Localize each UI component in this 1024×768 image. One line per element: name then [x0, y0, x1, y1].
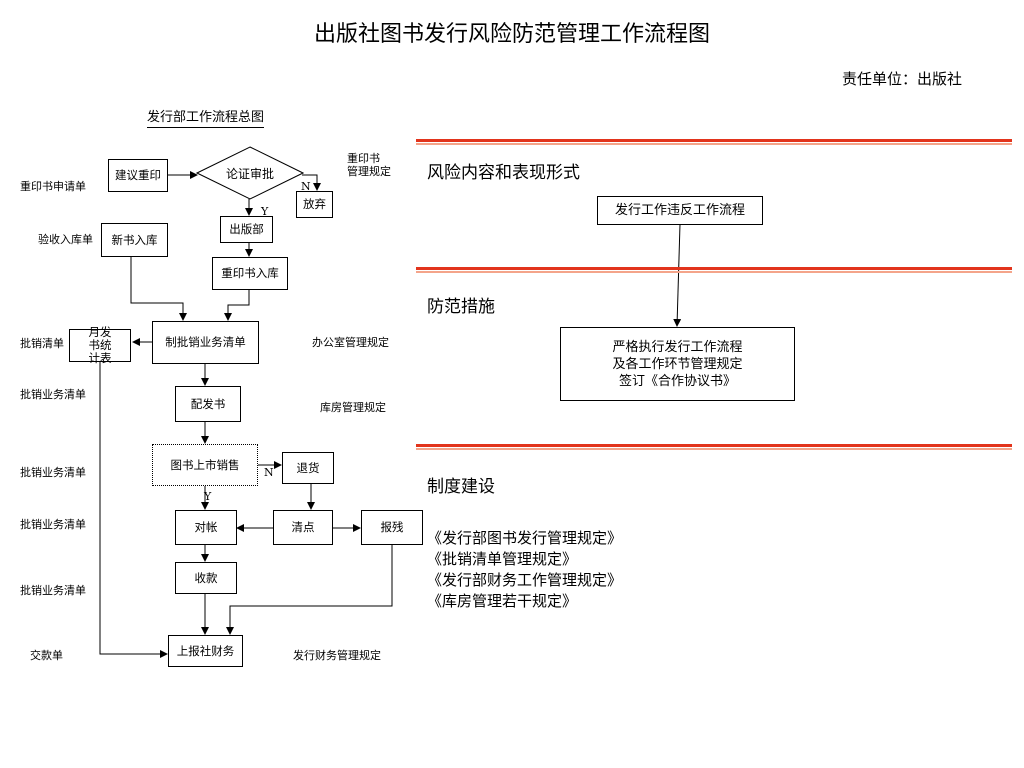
rule-item: 《库房管理若干规定》	[427, 592, 578, 610]
doc-label-wholesale-business: 批销业务清单	[20, 466, 86, 479]
responsibility-unit: 责任单位：出版社	[841, 70, 962, 88]
doc-label-wholesale-business: 批销业务清单	[20, 518, 86, 531]
market-sale-box: 图书上市销售	[152, 444, 258, 486]
inventory-box: 清点	[273, 510, 333, 545]
review-decision-label: 论证审批	[225, 167, 274, 181]
risk-section-heading: 风险内容和表现形式	[427, 163, 580, 183]
doc-label-reprint-request: 重印书申请单	[20, 180, 86, 193]
doc-label-acceptance: 验收入库单	[38, 233, 93, 246]
reprint-storage-box: 重印书入库	[212, 257, 288, 290]
rules-list: 《发行部图书发行管理规定》 《批销清单管理规定》 《发行部财务工作管理规定》 《…	[427, 528, 622, 612]
system-section-heading: 制度建设	[427, 477, 495, 497]
section-divider	[416, 444, 1012, 450]
prevention-section-heading: 防范措施	[427, 297, 495, 317]
report-finance-box: 上报社财务	[168, 635, 243, 667]
sale-no-label: N	[264, 466, 274, 479]
rule-label-office: 办公室管理规定	[312, 336, 389, 349]
decision-no-label: N	[301, 180, 311, 193]
prevention-line: 及各工作环节管理规定	[612, 356, 743, 372]
distribution-box: 配发书	[175, 386, 241, 422]
review-decision-diamond	[196, 146, 304, 200]
risk-box: 发行工作违反工作流程	[597, 196, 763, 225]
prevention-line: 严格执行发行工作流程	[612, 339, 743, 355]
doc-label-wholesale-list: 批销清单	[20, 337, 64, 350]
rule-label-finance: 发行财务管理规定	[293, 649, 381, 662]
wholesale-list-box: 制批销业务清单	[152, 321, 259, 364]
section-divider	[416, 139, 1012, 145]
returns-box: 退货	[282, 452, 334, 484]
doc-label-payment-slip: 交款单	[30, 649, 63, 662]
rule-item: 《批销清单管理规定》	[427, 550, 578, 568]
new-book-storage-box: 新书入库	[101, 223, 168, 257]
doc-label-wholesale-business: 批销业务清单	[20, 388, 86, 401]
rule-item: 《发行部财务工作管理规定》	[427, 571, 623, 589]
rule-label-warehouse: 库房管理规定	[320, 401, 386, 414]
abandon-box: 放弃	[296, 191, 333, 218]
decision-yes-label: Y	[261, 205, 269, 218]
monthly-stats-box: 月发书统计表	[69, 326, 131, 365]
doc-label-wholesale-business: 批销业务清单	[20, 584, 86, 597]
flowchart-title: 发行部工作流程总图	[147, 106, 265, 128]
publishing-dept-box: 出版部	[220, 216, 273, 243]
page-title: 出版社图书发行风险防范管理工作流程图	[313, 22, 710, 47]
prevention-line: 签订《合作协议书》	[618, 373, 736, 389]
damage-report-box: 报残	[361, 510, 423, 545]
reconcile-box: 对帐	[175, 510, 237, 545]
suggest-reprint-box: 建议重印	[108, 159, 168, 192]
sale-yes-label: Y	[204, 490, 212, 503]
prevention-box: 严格执行发行工作流程 及各工作环节管理规定 签订《合作协议书》	[560, 327, 795, 401]
section-divider	[416, 267, 1012, 273]
collect-payment-box: 收款	[175, 562, 237, 594]
rule-item: 《发行部图书发行管理规定》	[427, 529, 623, 547]
rule-label-reprint: 重印书 管理规定	[347, 152, 391, 178]
